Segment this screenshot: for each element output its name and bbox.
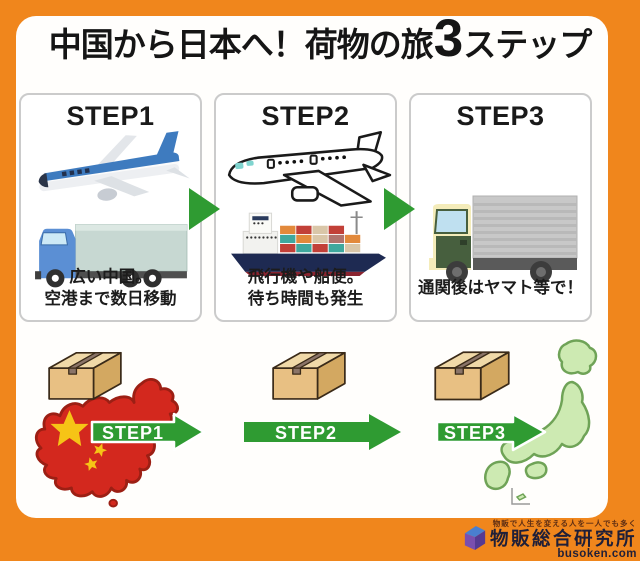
- arrow-right-icon: [384, 188, 415, 230]
- step1-card: STEP1: [19, 93, 202, 322]
- step2-label: STEP2: [261, 101, 350, 131]
- cardboard-box-icon: [434, 351, 510, 401]
- step3-label: STEP3: [456, 101, 545, 131]
- arrow-right-icon: STEP2: [244, 414, 401, 450]
- title-prefix: 中国から日本へ！荷物の旅: [48, 26, 434, 63]
- step3-card: STEP3 通関後はヤマト等で！: [409, 93, 592, 322]
- china-stars: [50, 410, 108, 471]
- caption-line: 通関後はヤマト等で！: [418, 278, 583, 297]
- step2-card: STEP2: [214, 93, 397, 322]
- caption-line: 空港まで数日移動: [44, 290, 177, 308]
- footer-domain: busoken.com: [557, 548, 637, 561]
- title-suffix: ステップ: [463, 26, 592, 63]
- step1-caption: 広い中国。 空港まで数日移動: [21, 264, 200, 312]
- busoken-logo-icon: [464, 525, 486, 550]
- arrow-right-icon: [189, 188, 220, 230]
- caption-line: 広い中国。: [69, 267, 152, 286]
- step2-caption: 飛行機や船便。 待ち時間も発生: [216, 264, 395, 312]
- arrow-right-icon: STEP1: [90, 412, 206, 452]
- title-number: 3: [433, 9, 464, 68]
- journey-step1-label: STEP1: [102, 423, 164, 443]
- page-title: 中国から日本へ！荷物の旅 3 ステップ: [0, 8, 640, 70]
- caption-line: 飛行機や船便。: [247, 267, 364, 286]
- arrow-right-icon: STEP3: [435, 412, 547, 452]
- cardboard-box-icon: [48, 351, 122, 400]
- journey-step2-label: STEP2: [275, 423, 337, 443]
- step1-label: STEP1: [66, 101, 155, 131]
- delivery-truck-icon: [35, 224, 188, 288]
- cargo-truck-icon: [429, 195, 578, 283]
- container-ship-icon: [231, 211, 386, 276]
- footer-logo: 物販で人生を変える人を一人でも多く 物販総合研究所 busoken.com: [463, 518, 637, 561]
- cardboard-box-icon: [272, 351, 346, 400]
- airliner-icon: [38, 131, 190, 201]
- footer-tagline: 物販で人生を変える人を一人でも多く: [492, 519, 637, 528]
- step3-caption: 通関後はヤマト等で！: [411, 264, 590, 312]
- caption-line: 待ち時間も発生: [247, 290, 364, 308]
- footer-brand-name: 物販総合研究所: [489, 528, 637, 549]
- outline-airplane-icon: [227, 130, 392, 207]
- journey-step3-label: STEP3: [444, 423, 506, 443]
